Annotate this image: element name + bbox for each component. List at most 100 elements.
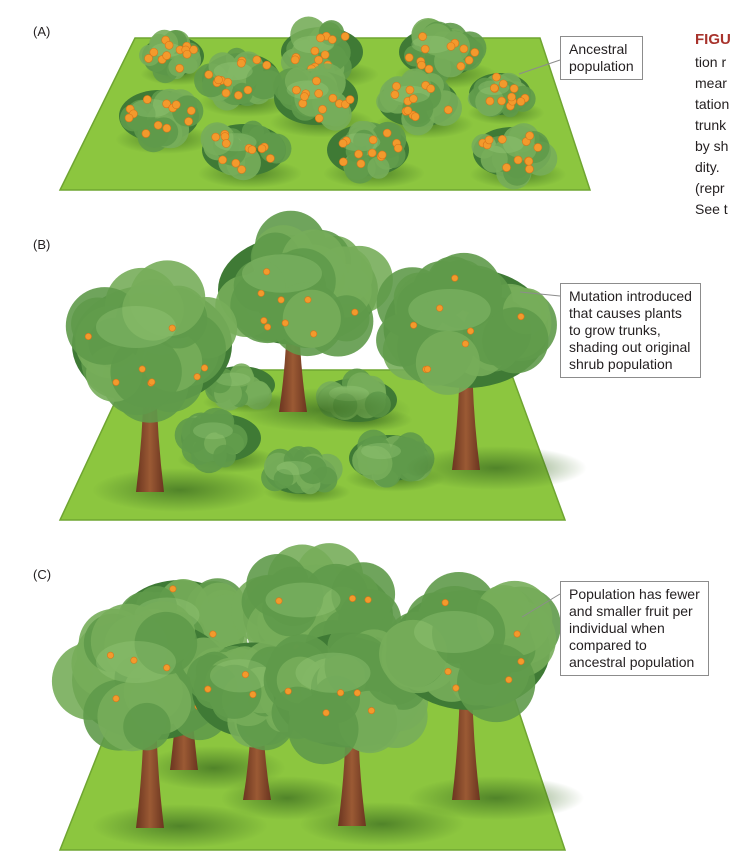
fruit: [187, 106, 196, 115]
fruit: [223, 77, 233, 87]
fruit: [452, 684, 460, 692]
callout-c-line: individual when: [569, 620, 665, 636]
fruit: [516, 97, 526, 106]
fruit: [138, 365, 146, 373]
fruit: [284, 687, 292, 695]
fruit: [318, 105, 327, 114]
fruit: [292, 85, 301, 95]
fruit: [410, 321, 418, 329]
foliage: [65, 260, 238, 423]
shadow: [92, 468, 268, 512]
fruit: [497, 135, 507, 144]
callout-c-line: compared to: [569, 637, 647, 653]
fruit: [314, 55, 323, 65]
fruit: [260, 317, 268, 325]
callout-c-line: and smaller fruit per: [569, 603, 693, 619]
fruit: [164, 40, 174, 50]
fruit: [201, 364, 209, 372]
fruit: [338, 139, 348, 148]
fruit: [513, 630, 521, 638]
callout-a-line: population: [569, 58, 634, 74]
fruit: [364, 596, 372, 604]
fruit: [281, 319, 289, 327]
foliage: [215, 210, 393, 357]
fruit: [409, 94, 418, 103]
fruit: [485, 96, 495, 106]
fruit: [237, 165, 246, 174]
fruit: [509, 84, 519, 93]
fruit: [275, 597, 283, 605]
fruit: [221, 88, 231, 98]
callout-b-line: to grow trunks,: [569, 322, 661, 338]
callout-b-line: Mutation introduced: [569, 288, 692, 304]
fruit: [367, 707, 375, 715]
caption-line: tation: [695, 96, 730, 112]
shrubs-panel-a: [115, 16, 567, 190]
fruit: [470, 48, 480, 57]
fruit: [314, 89, 323, 98]
fruit: [112, 695, 120, 703]
fruit: [404, 53, 414, 62]
fruit: [513, 155, 523, 165]
fruit: [153, 120, 163, 130]
trees-panel-c: [51, 543, 584, 848]
fruit: [112, 378, 120, 386]
fruit: [106, 651, 114, 659]
fruit: [525, 131, 535, 141]
shadow: [408, 776, 584, 820]
leader-line-a: [518, 59, 561, 75]
fruit: [499, 79, 508, 89]
fruit: [218, 155, 227, 165]
shadow: [235, 388, 411, 432]
figure-caption-title: FIGU: [695, 31, 731, 48]
fruit: [349, 594, 357, 602]
fruit: [257, 289, 265, 297]
fruit: [356, 159, 366, 168]
fruit: [162, 99, 171, 109]
fruit: [345, 95, 355, 104]
caption-line: by sh: [695, 138, 729, 154]
fruit: [426, 84, 436, 93]
caption-line: mear: [695, 75, 727, 91]
fruit: [418, 32, 427, 41]
fruit: [444, 668, 452, 676]
fruit: [382, 128, 392, 138]
fruit: [182, 49, 192, 59]
fruit: [436, 304, 444, 312]
shadow: [92, 804, 268, 848]
fruit: [420, 44, 430, 54]
panel-label-b: (B): [33, 237, 51, 252]
fruit: [367, 148, 377, 158]
fruit: [249, 691, 257, 699]
fruit: [368, 135, 378, 145]
fruit: [464, 55, 474, 65]
caption-line: dity.: [695, 159, 720, 175]
fruit: [354, 149, 363, 159]
fruit: [209, 630, 217, 638]
fruit: [169, 585, 177, 593]
fruit: [353, 689, 361, 697]
caption-line: See t: [695, 201, 728, 217]
fruit: [405, 85, 415, 95]
figure-caption-cropped: FIGU tion r mear tation trunk by sh dity…: [690, 25, 731, 225]
fruit: [247, 145, 257, 155]
fruit: [142, 95, 152, 104]
foliage: [263, 621, 429, 765]
fruit: [525, 164, 534, 174]
fruit: [322, 709, 330, 717]
fruit: [461, 340, 469, 348]
fruit: [314, 113, 324, 123]
fruit: [241, 671, 249, 679]
fruit: [124, 113, 134, 123]
fruit: [456, 61, 466, 71]
panel-label-c: (C): [33, 567, 52, 582]
fruit: [304, 296, 312, 304]
panel-label-a: (A): [33, 24, 51, 39]
fruit: [277, 296, 285, 304]
fruit: [411, 112, 420, 121]
fruit: [171, 100, 181, 110]
fruit: [220, 132, 230, 141]
foliage: [376, 252, 557, 395]
fruit: [214, 75, 223, 85]
fruit: [490, 83, 499, 93]
